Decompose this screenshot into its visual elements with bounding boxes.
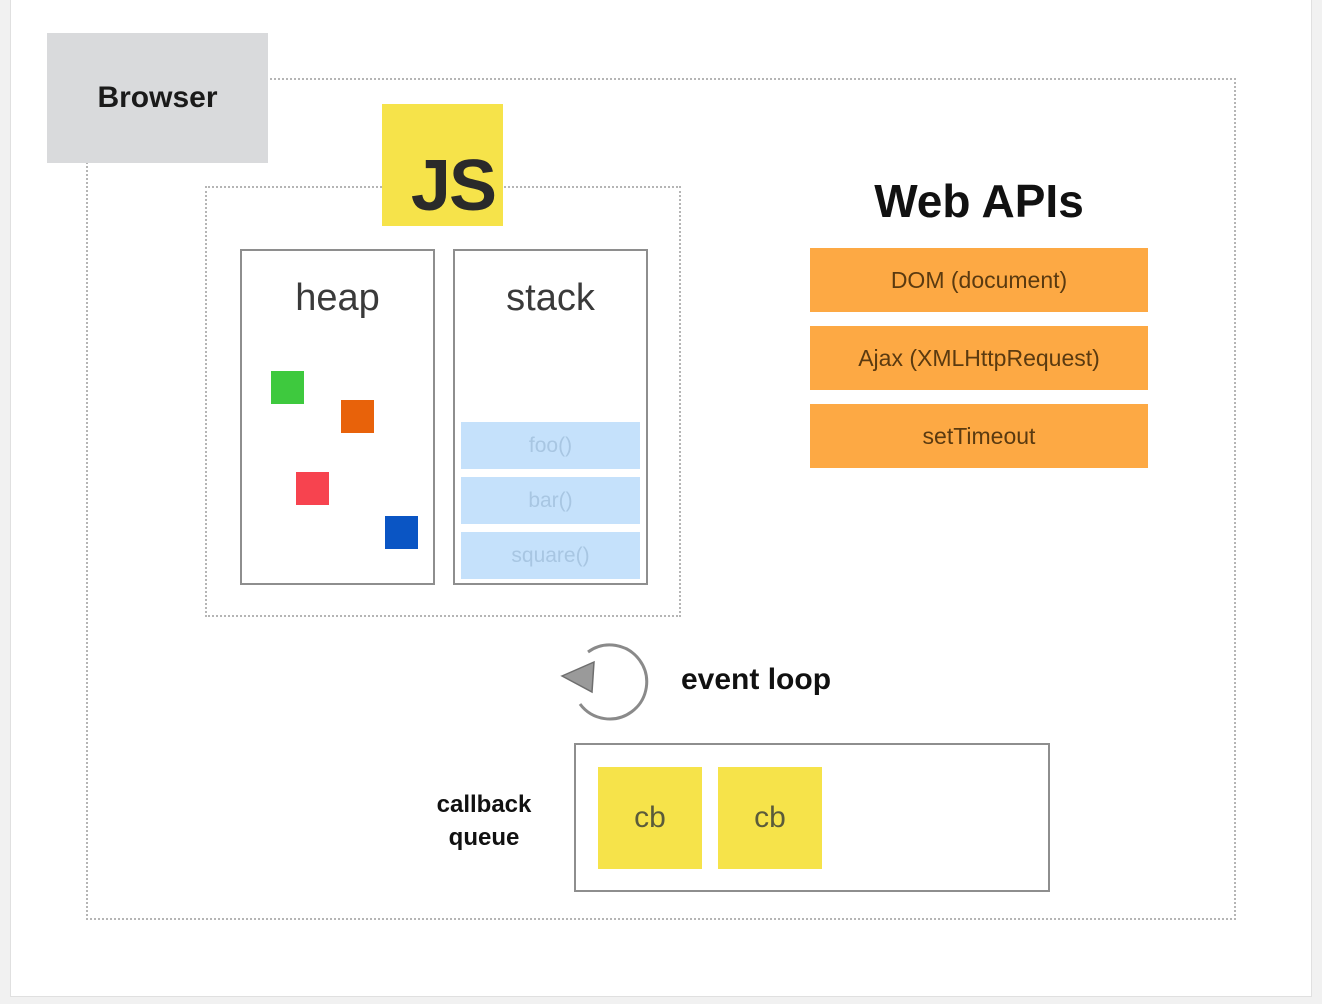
js-logo-text: JS	[410, 146, 497, 226]
callback-queue-label-line2: queue	[448, 824, 520, 851]
web-api-settimeout: setTimeout	[810, 404, 1148, 468]
web-api-dom: DOM (document)	[810, 248, 1148, 312]
browser-boundary	[86, 78, 1236, 920]
stack-frame-bar: bar()	[461, 477, 640, 524]
event-loop-label: event loop	[681, 663, 832, 696]
stack-frame-square: square()	[461, 532, 640, 579]
heap-object-red	[296, 472, 329, 505]
callback-queue-box	[574, 743, 1050, 892]
stack-frame-foo: foo()	[461, 422, 640, 469]
stack-title: stack	[506, 277, 595, 319]
callback-item: cb	[598, 767, 702, 869]
stack-panel: stack	[453, 249, 648, 585]
heap-object-blue	[385, 516, 418, 549]
heap-object-green	[271, 371, 304, 404]
js-logo: JS	[382, 104, 503, 226]
callback-queue-label: callback queue	[418, 788, 550, 854]
heap-title: heap	[295, 277, 380, 319]
browser-label: Browser	[47, 33, 268, 163]
browser-label-text: Browser	[97, 81, 218, 114]
callback-queue-label-line1: callback	[436, 791, 532, 818]
web-api-ajax: Ajax (XMLHttpRequest)	[810, 326, 1148, 390]
heap-panel: heap	[240, 249, 435, 585]
heap-object-orange	[341, 400, 374, 433]
event-loop-icon	[558, 640, 658, 722]
web-apis-title: Web APIs	[874, 175, 1084, 227]
callback-item: cb	[718, 767, 822, 869]
